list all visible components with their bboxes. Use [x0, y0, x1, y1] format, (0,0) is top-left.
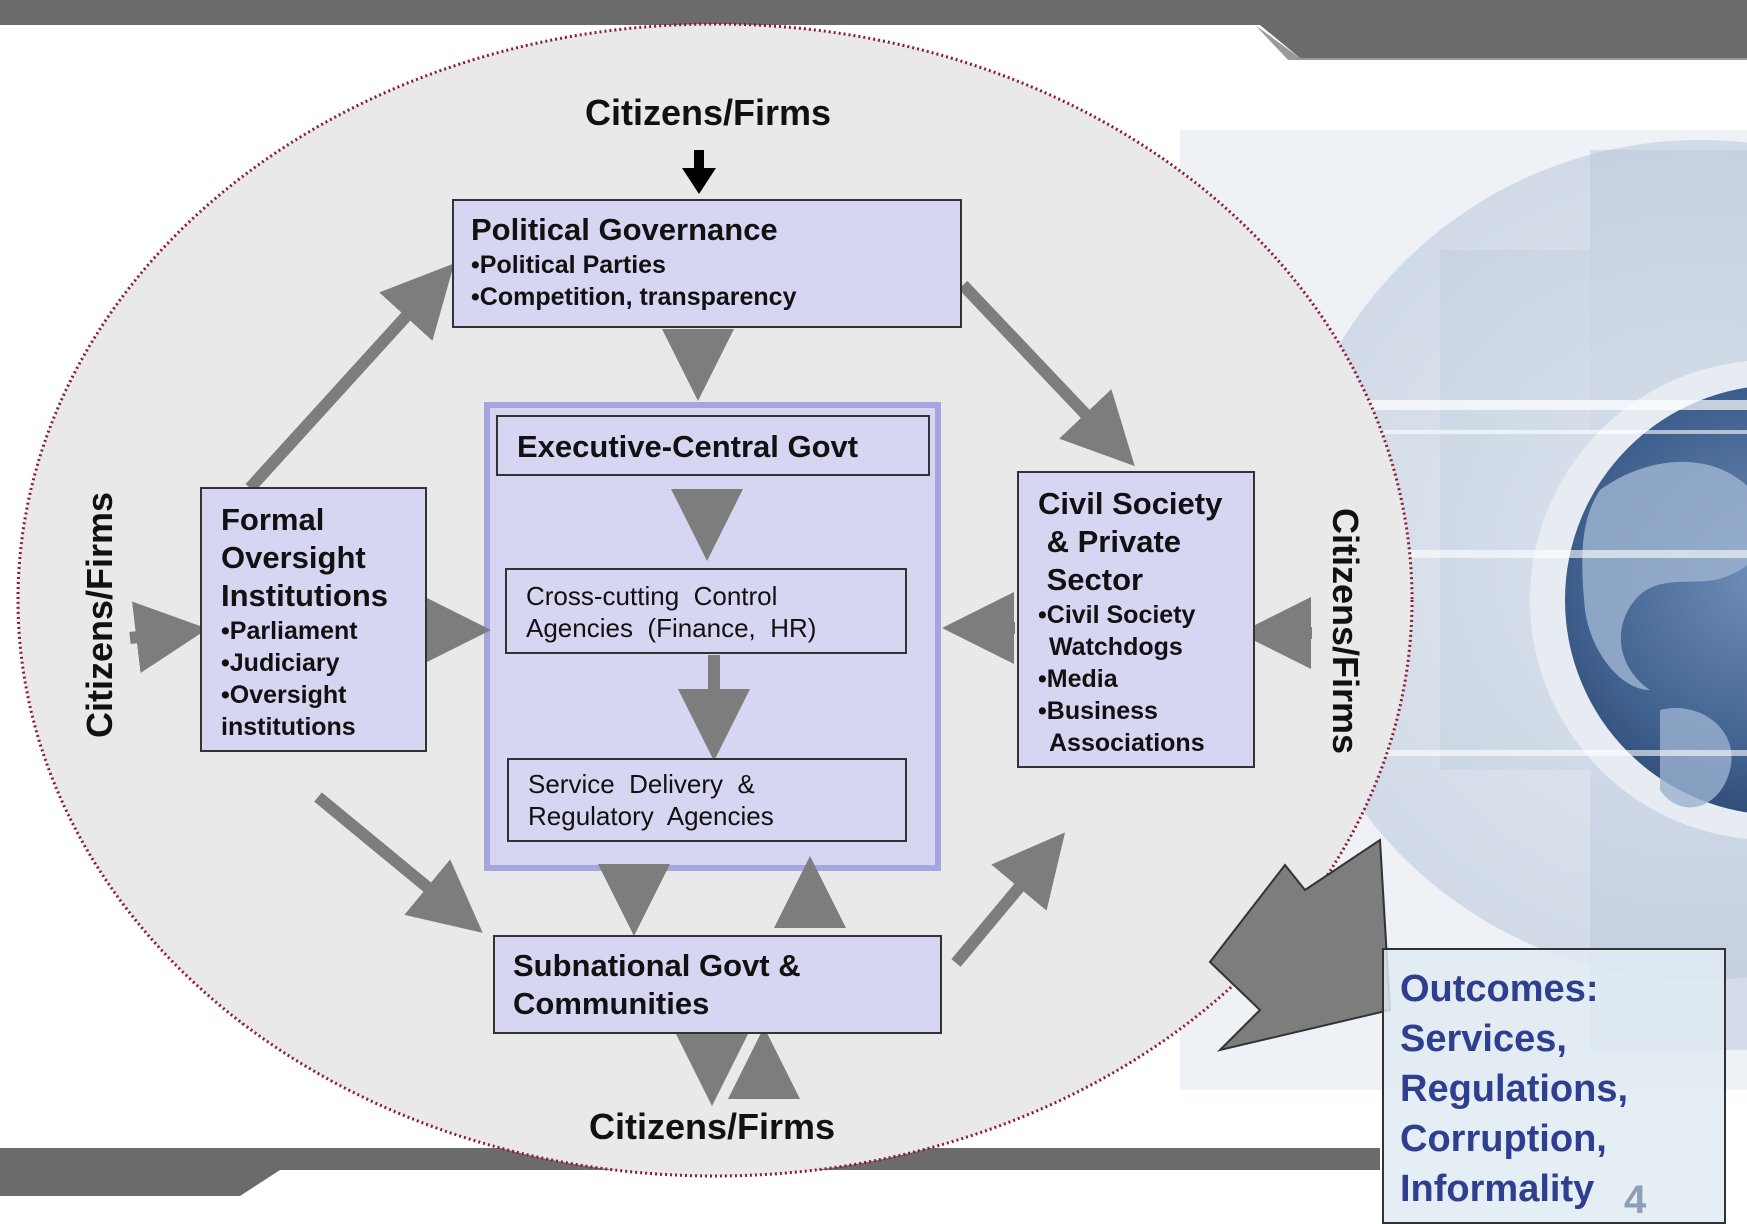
- cross-cutting-line: Cross-cutting Control: [526, 581, 778, 611]
- bottom-banner-bar: [0, 1148, 1380, 1196]
- oversight-item: institutions: [221, 713, 356, 741]
- civil-item-text: Associations: [1049, 729, 1205, 757]
- outcome-line: Services,: [1400, 1018, 1567, 1060]
- outcome-line: Corruption,: [1400, 1118, 1607, 1160]
- political-item: Political Parties: [471, 249, 960, 281]
- bullet-icon: •: [1038, 697, 1047, 725]
- arrow-top-head: [682, 168, 716, 194]
- civil-item: •Civil Society: [1038, 599, 1253, 631]
- right-citizens-label: Citizens/Firms: [1325, 508, 1366, 755]
- arrow-subnational-to-civil: [951, 832, 1066, 967]
- civil-item: •Business: [1038, 695, 1253, 727]
- oversight-item: Parliament: [221, 615, 425, 647]
- outcome-line: Outcomes:: [1400, 968, 1599, 1010]
- arrow-oversight-to-political: [245, 263, 455, 493]
- civil-title-line: Sector: [1038, 562, 1144, 597]
- oversight-title-line: Institutions: [221, 578, 389, 613]
- oversight-item: Judiciary: [221, 647, 425, 679]
- arrow-political-to-civil: [958, 280, 1135, 467]
- outcome-line: Regulations,: [1400, 1068, 1629, 1110]
- political-item: Competition, transparency: [471, 281, 960, 313]
- page-number: 4: [1624, 1178, 1647, 1222]
- top-banner-bar: [0, 0, 1747, 60]
- bottom-citizens-label: Citizens/Firms: [589, 1106, 836, 1147]
- civil-title-line: Civil Society: [1038, 486, 1223, 521]
- civil-society-box: Civil Society & Private Sector •Civil So…: [1017, 471, 1255, 768]
- service-delivery-line: Service Delivery &: [528, 769, 755, 799]
- service-delivery-line: Regulatory Agencies: [528, 801, 774, 831]
- civil-item-text: Media: [1046, 665, 1118, 693]
- civil-item-text: Civil Society: [1046, 601, 1196, 629]
- cross-cutting-line: Agencies (Finance, HR): [526, 613, 817, 643]
- oversight-item: Oversight: [221, 679, 425, 711]
- oversight-title-line: Formal: [221, 502, 325, 537]
- left-citizens-label: Citizens/Firms: [79, 491, 120, 738]
- civil-title-line: & Private: [1038, 524, 1182, 559]
- political-governance-box: Political Governance Political Parties C…: [452, 199, 962, 328]
- executive-central-box: Executive-Central Govt: [496, 415, 930, 476]
- civil-item: Watchdogs: [1038, 631, 1253, 663]
- cross-cutting-box: Cross-cutting Control Agencies (Finance,…: [505, 568, 907, 654]
- service-delivery-box: Service Delivery & Regulatory Agencies: [507, 758, 907, 842]
- civil-item: Associations: [1038, 727, 1253, 759]
- subnational-box: Subnational Govt & Communities: [493, 935, 942, 1034]
- civil-item-text: Business: [1046, 697, 1158, 725]
- outcomes-box: Outcomes: Services, Regulations, Corrupt…: [1382, 948, 1726, 1224]
- bullet-icon: •: [1038, 601, 1047, 629]
- subnational-title-line: Communities: [513, 986, 710, 1021]
- executive-title: Executive-Central Govt: [517, 429, 859, 464]
- outcome-arrow: [1208, 838, 1392, 1052]
- arrow-left-citizens-to-oversight: [129, 601, 208, 674]
- civil-item: •Media: [1038, 663, 1253, 695]
- civil-item-text: Watchdogs: [1049, 633, 1183, 661]
- top-citizens-label: Citizens/Firms: [585, 92, 832, 133]
- formal-oversight-box: Formal Oversight Institutions Parliament…: [200, 487, 427, 752]
- political-governance-title: Political Governance: [471, 212, 778, 247]
- arrow-oversight-to-subnational: [314, 792, 483, 933]
- outcome-line: Informality: [1400, 1168, 1595, 1210]
- bullet-icon: •: [1038, 665, 1047, 693]
- oversight-title-line: Oversight: [221, 540, 366, 575]
- subnational-title-line: Subnational Govt &: [513, 948, 801, 983]
